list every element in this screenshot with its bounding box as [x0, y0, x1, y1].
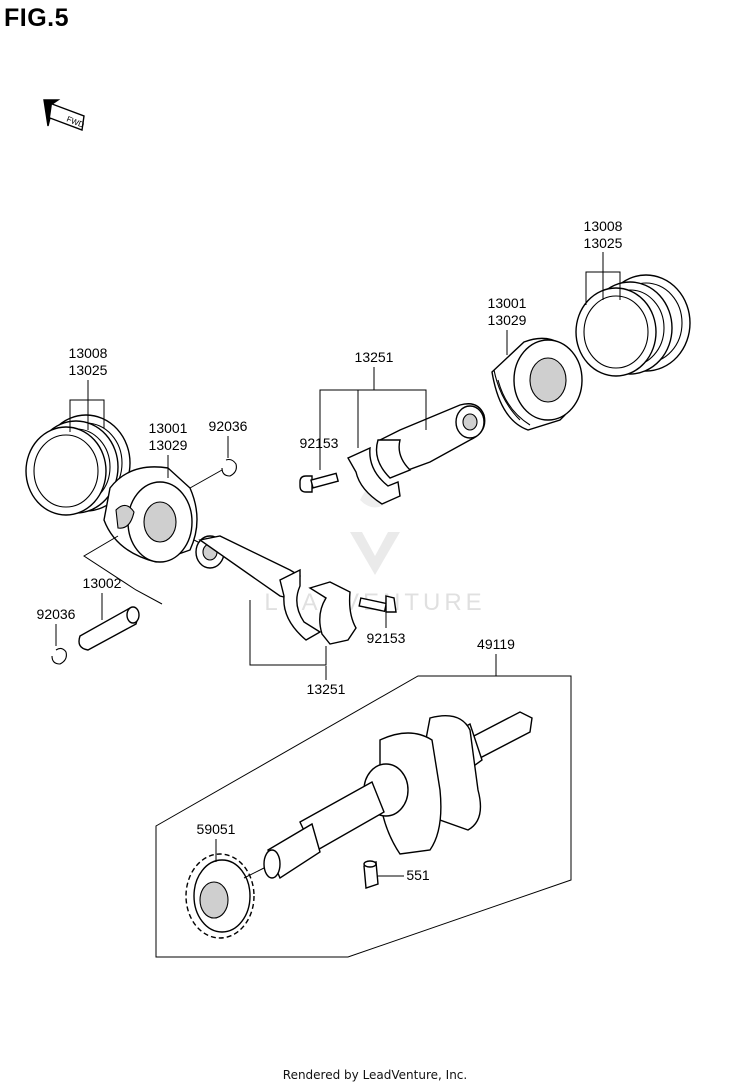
label-ring-left-a: 13008	[69, 345, 108, 361]
crankshaft-group-frame	[155, 675, 572, 958]
label-rod-lower: 13251	[307, 681, 346, 697]
label-circlip-upper: 92036	[209, 418, 248, 434]
dowel-pin	[363, 860, 379, 889]
label-piston-left-b: 13029	[149, 437, 188, 453]
label-dowel: 551	[406, 867, 430, 883]
piston-rings-right	[575, 274, 691, 377]
label-piston-right-a: 13001	[488, 295, 527, 311]
label-rod-upper: 13251	[355, 349, 394, 365]
piston-pin	[78, 606, 140, 651]
label-circlip-lower: 92036	[37, 606, 76, 622]
drive-gear	[185, 853, 255, 939]
circlip-lower-icon	[51, 647, 67, 665]
label-ring-left-b: 13025	[69, 362, 108, 378]
piston-rings-left	[25, 414, 131, 516]
connecting-rod-lower	[195, 535, 357, 645]
crankshaft	[263, 711, 533, 880]
label-bolt-lower: 92153	[367, 630, 406, 646]
bolt-lower	[358, 595, 397, 613]
label-pin: 13002	[83, 575, 122, 591]
crank-web-left-icon	[379, 732, 442, 855]
connecting-rod-upper	[347, 403, 486, 505]
bolt-upper-head-icon	[299, 475, 313, 493]
label-piston-right-b: 13029	[488, 312, 527, 328]
watermark-logo-icon	[350, 532, 400, 575]
bolt-lower-head-icon	[385, 595, 397, 613]
label-crankshaft: 49119	[477, 636, 515, 652]
figure-title: FIG.5	[4, 4, 70, 32]
label-piston-left-a: 13001	[149, 420, 188, 436]
fwd-arrow: FWD	[43, 99, 86, 131]
label-gear: 59051	[197, 821, 236, 837]
circlip-upper	[221, 458, 237, 477]
rod-upper-cap-icon	[347, 446, 401, 505]
fwd-arrow-head-icon	[44, 100, 58, 126]
label-bolt-upper: 92153	[300, 435, 339, 451]
circlip-upper-icon	[221, 458, 237, 477]
label-ring-right-a: 13008	[584, 218, 623, 234]
footer-credit: Rendered by LeadVenture, Inc.	[282, 1068, 468, 1082]
label-ring-right-b: 13025	[584, 235, 623, 251]
circlip-lower	[51, 647, 67, 665]
piston-left	[103, 466, 198, 563]
bolt-upper	[299, 472, 340, 493]
rod-lower-cap-icon	[308, 581, 357, 645]
piston-right	[491, 337, 583, 431]
